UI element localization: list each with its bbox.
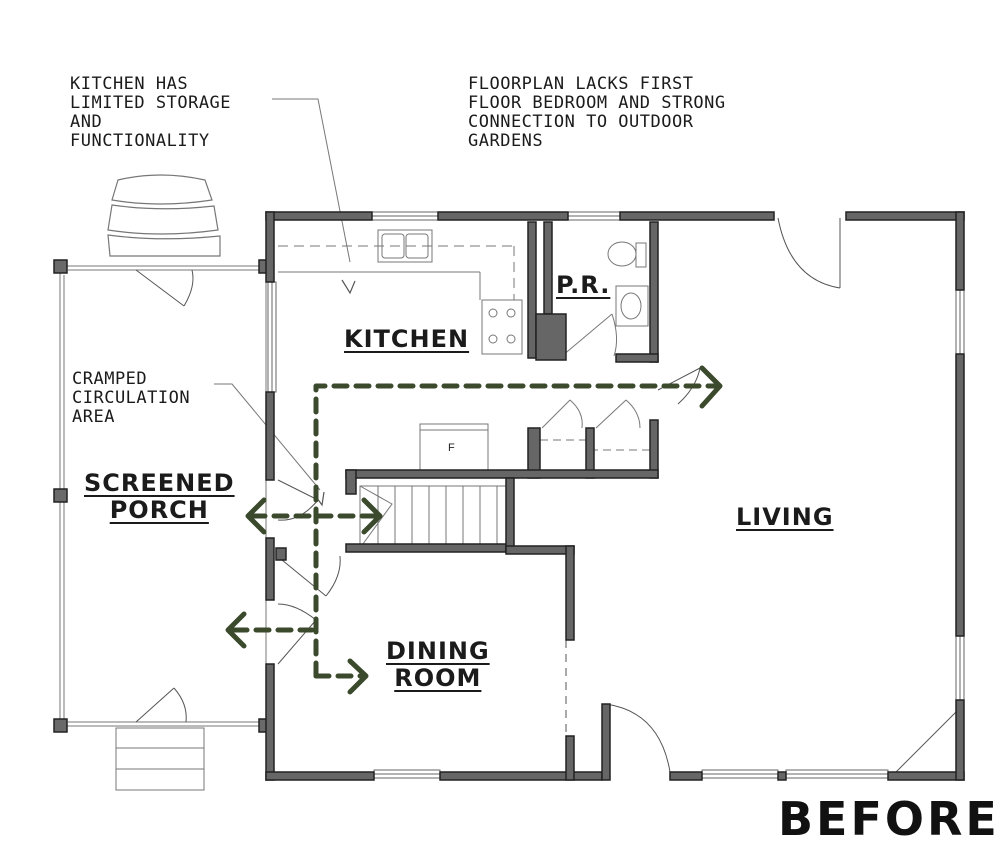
closet-doors <box>540 399 652 451</box>
porch-door-bottom-swing <box>173 687 187 723</box>
wall-dining-east-lower <box>565 735 575 781</box>
range <box>481 299 523 355</box>
wall-north-kitchen <box>265 211 373 221</box>
wall-west-dining <box>265 663 275 781</box>
circulation-leader <box>214 383 321 491</box>
sink-bowl-right <box>405 233 429 259</box>
room-label-living: LIVING <box>736 503 834 531</box>
room-label-dining-room: DINING ROOM <box>386 637 490 692</box>
room-label-screened-porch: SCREENED PORCH <box>84 469 235 524</box>
refrigerator-label: F <box>448 442 455 454</box>
stone-step-2 <box>107 204 219 235</box>
porch-post <box>53 259 68 274</box>
porch-door-top-swing <box>183 269 194 307</box>
annotation-leaders <box>214 98 351 491</box>
living-doors <box>565 217 957 773</box>
pr-door-leaf <box>561 313 613 357</box>
burner <box>506 334 516 344</box>
arrowhead-dining <box>347 658 369 695</box>
dining-porch-door-leaf <box>277 619 317 665</box>
closet-door-leaf <box>541 399 571 429</box>
wall-stair-north <box>345 469 659 479</box>
porch-steps <box>115 727 205 791</box>
living-corner-door <box>895 711 957 773</box>
porch-steps-outline <box>115 727 205 791</box>
stone-steps <box>107 174 221 257</box>
wall-south-mullion <box>777 771 787 781</box>
hall-door-leaf <box>281 559 327 597</box>
porch-door-bottom-leaf <box>135 687 175 723</box>
wall-dining-east <box>565 545 575 641</box>
wall-pr-chase <box>543 221 553 315</box>
wall-north-pr <box>619 211 775 221</box>
kitchen-fixtures <box>278 229 523 355</box>
burner <box>488 334 498 344</box>
wall-west-hall <box>265 537 275 601</box>
living-bottom-swing <box>605 703 671 773</box>
wall-east <box>955 353 965 637</box>
note-cramped-circulation: CRAMPED CIRCULATION AREA <box>72 369 191 427</box>
powder-room-fixtures <box>561 241 649 357</box>
note-floorplan: FLOORPLAN LACKS FIRST FLOOR BEDROOM AND … <box>468 74 726 151</box>
arrowhead-porch <box>245 497 267 535</box>
wall-north-kitchen <box>437 211 569 221</box>
chimney <box>535 313 567 361</box>
wall-living-sw <box>601 703 611 781</box>
pr-door-swing <box>611 313 618 357</box>
porch-entry-door-leaf <box>277 479 319 501</box>
porch-doors <box>135 269 194 723</box>
wall-west-upper <box>265 211 275 283</box>
wall-pr-west <box>527 221 537 359</box>
refrigerator <box>419 423 489 475</box>
wall-west-kitchen <box>265 391 275 481</box>
note-kitchen-storage: KITCHEN HAS LIMITED STORAGE AND FUNCTION… <box>70 74 232 151</box>
porch-post <box>53 718 68 733</box>
hall-door-swing <box>325 555 341 597</box>
wall-north-living <box>845 211 965 221</box>
wall-south-dining <box>439 771 603 781</box>
toilet-tank <box>635 242 647 268</box>
wall-stair-south <box>345 543 507 553</box>
circulation-arrows <box>225 365 723 695</box>
arrowhead-porch-lower <box>225 611 247 649</box>
porch-post <box>53 488 68 503</box>
wall-stair-east <box>505 477 515 553</box>
wall-pr-east <box>649 221 659 363</box>
closet-door-leaf <box>595 399 627 429</box>
arrowhead-stair <box>361 497 383 535</box>
dining-porch-door-swing <box>277 603 317 621</box>
wall-pr-south <box>615 353 659 363</box>
toilet-bowl <box>607 241 637 267</box>
stone-step-3 <box>107 234 221 257</box>
walls <box>265 211 965 781</box>
stone-step-1 <box>111 174 213 205</box>
burner <box>488 308 498 318</box>
burner <box>506 308 516 318</box>
wall-east <box>955 211 965 291</box>
closet-door-swing <box>625 399 641 429</box>
closet-door-swing <box>569 399 583 429</box>
kitchen-leader <box>272 98 351 263</box>
room-label-kitchen: KITCHEN <box>344 325 470 353</box>
before-stamp: BEFORE <box>778 792 1000 846</box>
porch-door-top-leaf <box>135 269 185 307</box>
kitchen-sink <box>377 229 433 263</box>
room-label-powder-room: P.R. <box>556 271 611 299</box>
kitchen-leader-head <box>341 279 356 295</box>
wall-south-living <box>887 771 965 781</box>
wall-stair-west <box>345 469 357 495</box>
stair-bottom-landing <box>359 485 393 549</box>
wall-south-living <box>669 771 703 781</box>
wall-stub <box>275 547 287 561</box>
wall-east <box>955 699 965 781</box>
wall-south-dining <box>265 771 375 781</box>
wall-dining-north <box>505 545 575 555</box>
living-entry-swing <box>777 217 841 289</box>
arrowhead-living <box>699 365 723 409</box>
lavatory-basin <box>620 292 642 320</box>
circulation-path-main <box>313 383 719 679</box>
sink-bowl-left <box>381 233 405 259</box>
